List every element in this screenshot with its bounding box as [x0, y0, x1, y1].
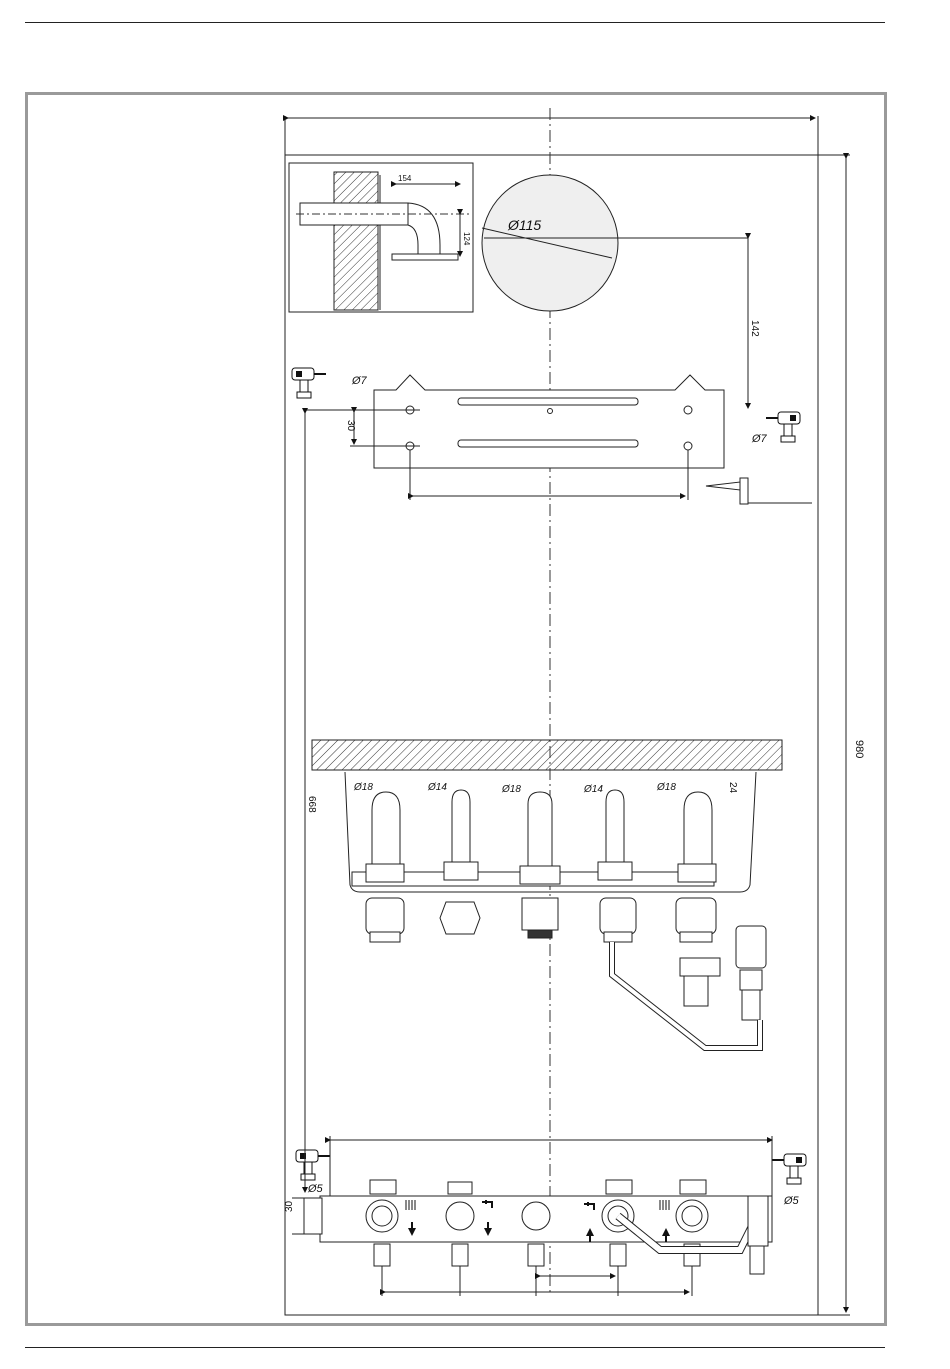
pipe-label-4: Ø14: [583, 784, 603, 795]
bottom-plate-height-label: 30: [284, 1200, 295, 1212]
pipe-label-2: Ø14: [427, 782, 447, 793]
drill-bottom-right-label: Ø5: [783, 1195, 800, 1207]
hatched-wall: [312, 740, 782, 770]
flue-circle: [482, 175, 748, 408]
drill-top-left-label: Ø7: [351, 375, 368, 387]
drill-bottom-left-label: Ø5: [307, 1183, 324, 1195]
drill-icon: [292, 368, 326, 398]
pipe-label-1: Ø18: [353, 782, 373, 793]
top-bracket: [305, 375, 724, 500]
wall-plug-icon: [706, 478, 812, 504]
overall-height-label: 980: [853, 740, 865, 758]
bottom-template-plate: [292, 1136, 772, 1296]
pipe-depth-label: 668: [306, 796, 317, 813]
overall-height-dimension: [818, 155, 850, 1315]
drill-icon: [296, 1150, 330, 1180]
pipe-assembly: [345, 772, 766, 1048]
flue-diameter-label: Ø115: [507, 217, 541, 233]
drill-icon: [766, 412, 800, 442]
flue-offset-label: 142: [749, 320, 760, 337]
detail-height-label: 124: [462, 232, 471, 246]
pipe-label-3: Ø18: [501, 784, 521, 795]
bracket-spacing-label: 30: [345, 420, 356, 432]
drill-top-right-label: Ø7: [751, 433, 768, 445]
flue-detail-inset: [289, 163, 473, 312]
detail-offset-label: 154: [398, 174, 412, 183]
drill-icon: [772, 1154, 806, 1184]
wall-offset-label: 24: [727, 782, 738, 794]
pipe-label-5: Ø18: [656, 782, 676, 793]
